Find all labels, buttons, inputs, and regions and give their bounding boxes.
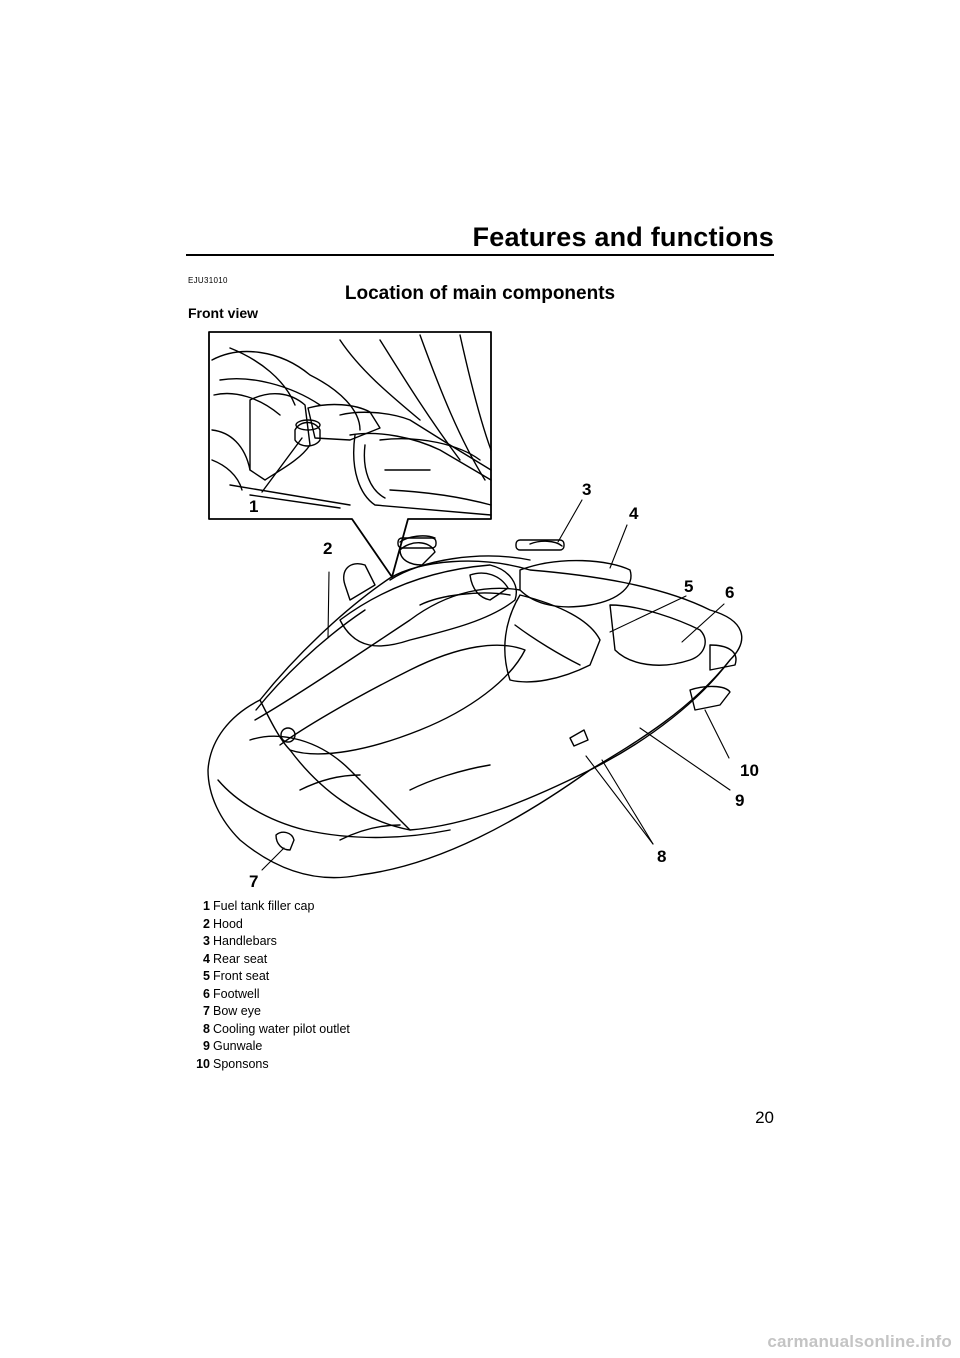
legend-label: Hood [213,916,243,931]
legend-number: 8 [203,1021,210,1036]
callout-8: 8 [657,847,667,866]
watermark-link[interactable]: carmanualsonline.info [767,1332,952,1351]
subheading-front-view: Front view [188,305,259,321]
legend-label: Footwell [213,986,260,1001]
legend-label: Fuel tank filler cap [213,899,315,913]
page-header-title: Features and functions [472,222,774,252]
legend-number: 3 [203,934,210,948]
legend-label: Sponsons [213,1056,269,1071]
legend-number: 10 [196,1056,210,1071]
legend-label: Bow eye [213,1004,261,1018]
callout-9: 9 [735,791,745,810]
callout-10: 10 [740,761,759,780]
watercraft-line-drawing [207,331,743,879]
watercraft-illustration: 1 2 3 4 5 6 7 8 9 10 [190,320,770,900]
legend-number: 6 [203,986,210,1001]
header-rule [186,254,774,256]
legend-label: Cooling water pilot outlet [213,1021,350,1036]
callout-6: 6 [725,583,735,602]
callout-1: 1 [249,497,259,516]
callout-5: 5 [684,577,694,596]
legend-label: Front seat [213,969,270,983]
callout-2: 2 [323,539,333,558]
legend-number: 1 [203,899,210,913]
legend-number: 9 [203,1039,210,1053]
section-code: EJU31010 [188,276,228,285]
inset-detail [208,331,492,578]
section-title: Location of main components [344,283,616,304]
legend-number: 2 [203,916,210,931]
legend-label: Handlebars [213,934,277,948]
callout-4: 4 [629,504,639,523]
craft-body [207,535,743,879]
callout-3: 3 [582,480,592,499]
legend-number: 4 [203,951,210,966]
legend-label: Rear seat [213,951,268,966]
legend-label: Gunwale [213,1039,263,1053]
legend-number: 5 [203,969,210,983]
callout-leaders [261,499,731,871]
page-number: 20 [755,1108,774,1127]
callout-7: 7 [249,872,259,891]
legend-number: 7 [203,1004,210,1018]
